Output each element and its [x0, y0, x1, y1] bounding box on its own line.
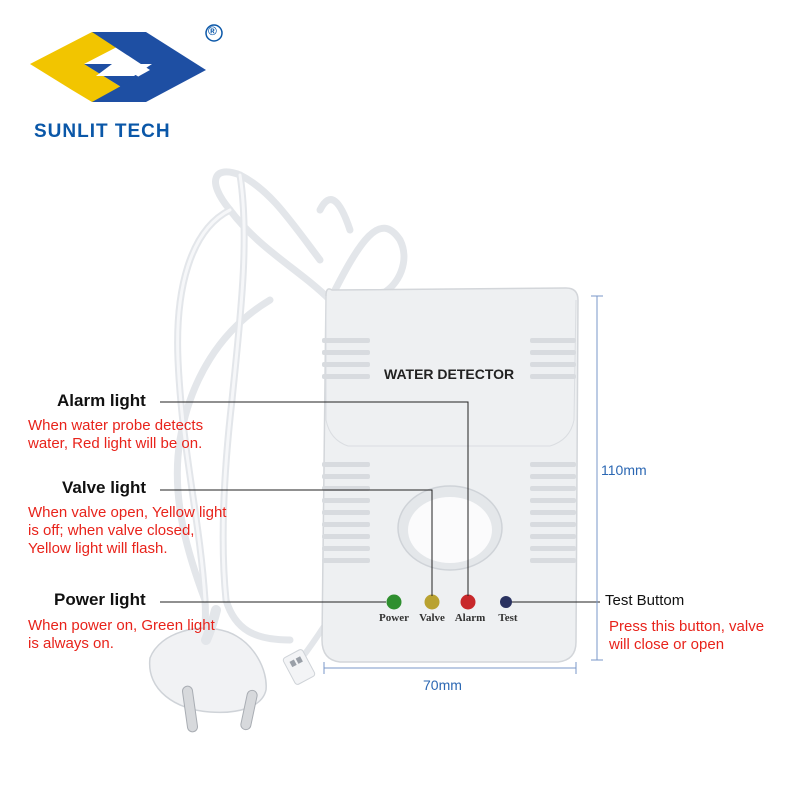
valve-light-description: When valve open, Yellow light is off; wh…: [28, 504, 227, 557]
eu-power-plug: [148, 605, 267, 733]
led-label-power: Power: [379, 612, 409, 624]
width-dimension-label: 70mm: [423, 677, 462, 693]
registered-mark: ®: [208, 24, 217, 38]
led-label-alarm: Alarm: [454, 612, 486, 624]
device-panel-title: WATER DETECTOR: [384, 366, 515, 382]
test-button-heading: Test Buttom: [605, 592, 685, 609]
alarm-light-heading: Alarm light: [57, 391, 146, 410]
led-label-test: Test: [498, 612, 518, 624]
test-button: [500, 596, 512, 608]
valve-light-heading: Valve light: [62, 478, 147, 497]
alarm-light-description: When water probe detects water, Red ligh…: [28, 417, 204, 452]
power-led: [386, 594, 402, 610]
test-button-description: Press this button, valve will close or o…: [609, 618, 765, 653]
water-detector-body: [321, 287, 579, 663]
alarm-led: [460, 594, 476, 610]
sunlit-tech-logo-mark: [30, 32, 206, 102]
valve-led: [424, 594, 440, 610]
dimension-lines: [323, 295, 603, 674]
probe-connector: [282, 623, 328, 685]
registered-mark-circle: [205, 24, 223, 42]
callout-leader-lines: [160, 401, 600, 603]
height-dimension-label: 110mm: [601, 462, 647, 478]
power-light-heading: Power light: [54, 590, 146, 609]
led-label-valve: Valve: [419, 612, 445, 624]
brand-name: SUNLIT TECH: [34, 121, 171, 142]
power-light-description: When power on, Green light is always on.: [28, 617, 215, 652]
